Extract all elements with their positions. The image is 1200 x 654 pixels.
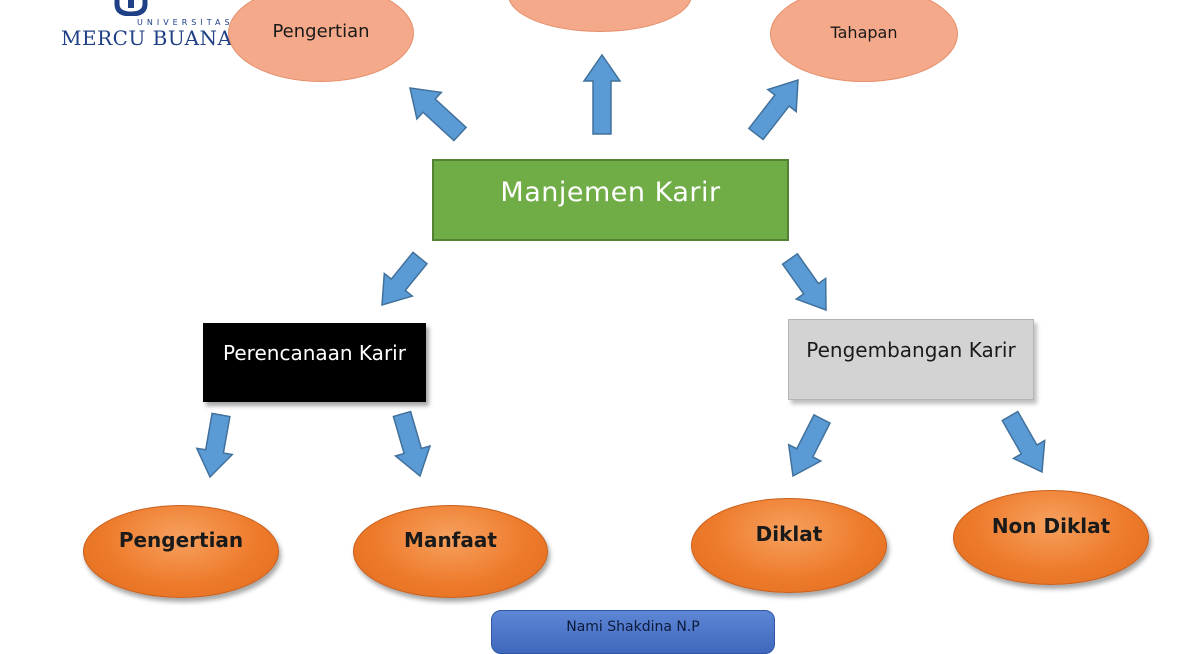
arrow-to-pengembangan bbox=[781, 252, 827, 312]
arrow-to-top-left bbox=[409, 87, 468, 142]
mind-map-diagram: UNIVERSITAS MERCU BUANA Pengertian Tahap… bbox=[55, 0, 1149, 654]
arrow-to-perencanaan bbox=[381, 251, 429, 307]
top-node-label: Pengertian bbox=[272, 20, 370, 42]
arrow-to-diklat bbox=[787, 413, 832, 478]
university-logo: UNIVERSITAS MERCU BUANA bbox=[55, 0, 232, 52]
top-node-tahapan: Tahapan bbox=[770, 0, 958, 82]
leaf-node-diklat: Diklat bbox=[691, 498, 887, 593]
leaf-node-label: Diklat bbox=[755, 521, 823, 546]
branch-perencanaan-karir: Perencanaan Karir bbox=[203, 323, 426, 402]
connector-arrows bbox=[195, 53, 1046, 479]
top-node-pengertian: Pengertian bbox=[228, 0, 414, 82]
logo-title: MERCU BUANA bbox=[61, 26, 233, 50]
leaf-node-label: Non Diklat bbox=[991, 513, 1111, 538]
center-node-label: Manjemen Karir bbox=[500, 176, 721, 208]
arrow-to-pengertian bbox=[195, 412, 234, 479]
logo-emblem-icon bbox=[114, 0, 148, 16]
center-node: Manjemen Karir bbox=[432, 159, 789, 241]
leaf-node-label: Pengertian bbox=[118, 527, 244, 552]
branch-label: Perencanaan Karir bbox=[223, 340, 406, 365]
leaf-node-manfaat: Manfaat bbox=[353, 505, 548, 598]
leaf-node-label: Manfaat bbox=[404, 527, 497, 552]
leaf-node-non-diklat: Non Diklat bbox=[953, 490, 1149, 585]
author-name-bar: Nami Shakdina N.P bbox=[491, 610, 775, 654]
arrow-to-non-diklat bbox=[1001, 410, 1046, 474]
branch-label: Pengembangan Karir bbox=[806, 337, 1016, 362]
arrow-to-top-right bbox=[747, 78, 799, 141]
branch-pengembangan-karir: Pengembangan Karir bbox=[788, 319, 1034, 400]
top-node-label: Tahapan bbox=[830, 22, 898, 42]
leaf-node-pengertian: Pengertian bbox=[83, 505, 279, 598]
arrow-to-manfaat bbox=[392, 410, 432, 478]
arrow-to-top-center bbox=[582, 53, 622, 135]
author-name: Nami Shakdina N.P bbox=[566, 619, 700, 635]
logo-subtitle: UNIVERSITAS bbox=[137, 18, 234, 27]
